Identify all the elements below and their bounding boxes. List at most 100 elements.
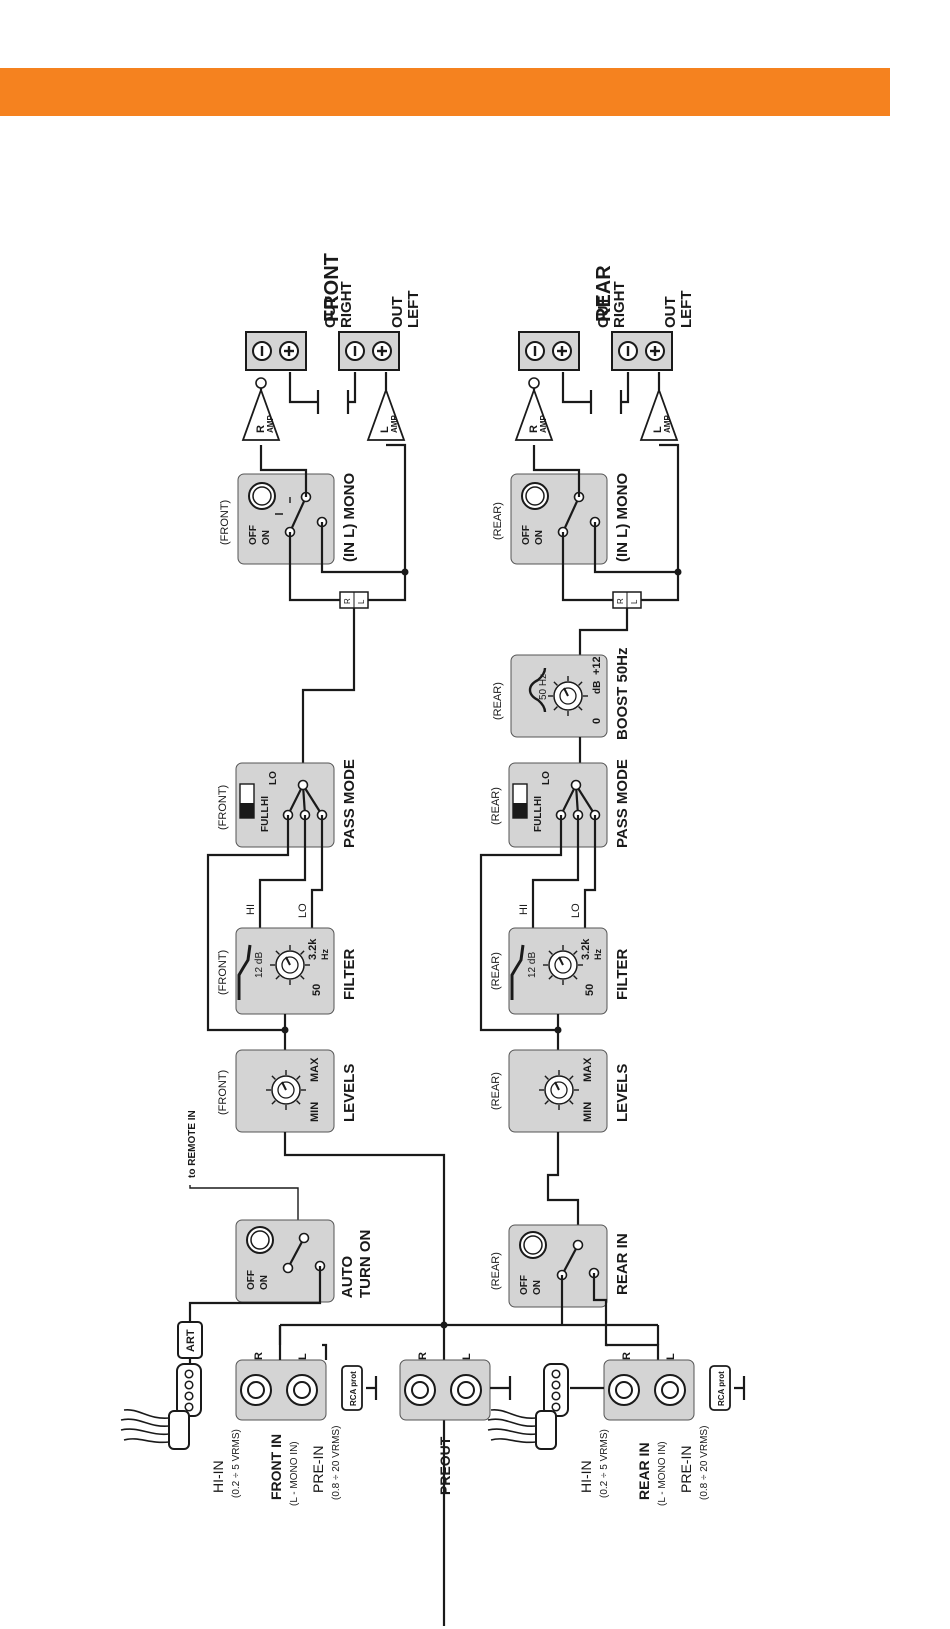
rear-title: REAR <box>593 265 615 322</box>
rear-boost-section: (REAR) <box>492 682 504 720</box>
rear-in-input-label: REAR IN <box>636 1442 652 1500</box>
front-rca-l[interactable] <box>286 1374 318 1406</box>
front-rca-prot: RCA prot <box>349 1371 358 1406</box>
rear-mono-on: ON <box>534 530 545 545</box>
front-levels-knob[interactable] <box>265 1069 307 1111</box>
rear-filter-lo-tap: LO <box>570 903 582 918</box>
preout-r-label: R <box>417 1352 429 1360</box>
front-rca-r[interactable] <box>240 1374 272 1406</box>
rear-amp-l-text: AMP <box>663 415 672 433</box>
rear-pass-full: FULL <box>533 806 544 832</box>
rear-mono-button[interactable] <box>521 482 549 510</box>
rear-amp-r-text: AMP <box>539 415 548 433</box>
art-label: ART <box>185 1329 197 1352</box>
front-pass-section: (FRONT) <box>217 785 229 830</box>
rear-rca-l-label: L <box>665 1353 677 1360</box>
rear-filter-min: 50 <box>584 984 596 996</box>
rear-levels-knob[interactable] <box>538 1069 580 1111</box>
front-amp-l: L AMP <box>366 387 406 441</box>
rear-amp-r-letter: R <box>528 425 540 433</box>
front-rl-l: L <box>357 599 366 604</box>
rear-levels-max: MAX <box>582 1057 594 1082</box>
rear-boost-max: +12 <box>591 656 603 675</box>
rear-filter-slope: 12 dB <box>527 952 538 978</box>
front-filter-slope: 12 dB <box>254 952 265 978</box>
front-title: FRONT <box>321 253 343 322</box>
front-out-left-label-2: LEFT <box>405 291 422 329</box>
rear-rl-r: R <box>616 598 625 604</box>
front-pass-label: PASS MODE <box>341 759 358 848</box>
front-filter-knob[interactable] <box>269 944 311 986</box>
front-levels-max: MAX <box>309 1057 321 1082</box>
front-rl-r: R <box>343 598 352 604</box>
front-levels-label: LEVELS <box>341 1064 358 1122</box>
rear-out-right-terminal <box>517 330 581 372</box>
front-pass-hi: HI <box>260 796 271 806</box>
front-amp-l-letter: L <box>379 426 391 433</box>
remote-in-label: to REMOTE IN <box>187 1110 198 1178</box>
front-out-right-terminal <box>244 330 308 372</box>
rear-levels-min: MIN <box>582 1102 594 1122</box>
rear-rca-l[interactable] <box>654 1374 686 1406</box>
rear-filter-max: 3.2k <box>580 938 592 960</box>
auto-turnon-button[interactable] <box>246 1226 274 1254</box>
rear-rl-l: L <box>630 599 639 604</box>
rear-filter-unit: Hz <box>593 949 603 960</box>
rear-boost-knob[interactable] <box>547 675 589 717</box>
front-rca-l-label: L <box>297 1353 309 1360</box>
front-pass-full: FULL <box>260 806 271 832</box>
front-amp-l-text: AMP <box>390 415 399 433</box>
auto-turnon-off: OFF <box>246 1270 257 1290</box>
rear-hi-in-label: HI-IN <box>578 1460 594 1493</box>
rear-pass-label: PASS MODE <box>614 759 631 848</box>
front-filter-hi-tap: HI <box>245 904 257 915</box>
rear-levels-section: (REAR) <box>490 1072 502 1110</box>
rear-pass-lo: LO <box>541 771 552 785</box>
preout-rca-r[interactable] <box>404 1374 436 1406</box>
rear-boost-label: BOOST 50Hz <box>614 647 631 740</box>
front-levels-min: MIN <box>309 1102 321 1122</box>
front-out-right-label-2: RIGHT <box>338 281 355 328</box>
front-hi-in-harness <box>120 1408 190 1450</box>
rear-pass-panel <box>508 762 608 848</box>
front-amp-r-letter: R <box>255 425 267 433</box>
rear-in-button[interactable] <box>519 1231 547 1259</box>
rear-filter-section: (REAR) <box>490 952 502 990</box>
front-filter-max: 3.2k <box>307 938 319 960</box>
front-mono-on: ON <box>261 530 272 545</box>
preout-rca-l[interactable] <box>450 1374 482 1406</box>
front-rca-prot-badge <box>341 1365 363 1411</box>
rear-boost-unit: dB <box>592 681 603 694</box>
rear-filter-label: FILTER <box>614 948 631 1000</box>
rear-in-off: OFF <box>519 1275 530 1295</box>
rear-in-section: (REAR) <box>490 1252 502 1290</box>
preout-label: PREOUT <box>437 1436 453 1495</box>
rear-rca-prot: RCA prot <box>717 1371 726 1406</box>
rear-out-right-label-2: RIGHT <box>611 281 628 328</box>
rear-hi-in-connector <box>543 1363 569 1417</box>
rear-mono-in-label: (L - MONO IN) <box>657 1441 668 1506</box>
front-hi-in-label: HI-IN <box>210 1460 226 1493</box>
front-mono-label: (IN L) MONO <box>341 473 358 562</box>
rear-in-label: REAR IN <box>614 1233 631 1295</box>
rear-mono-section: (REAR) <box>492 502 504 540</box>
rear-rca-r[interactable] <box>608 1374 640 1406</box>
front-mono-off: OFF <box>248 525 259 545</box>
front-mono-in-label: (L - MONO IN) <box>289 1441 300 1506</box>
rear-out-right-label-1: OUT <box>595 296 612 328</box>
rear-boost-min: 0 <box>591 718 603 724</box>
rear-filter-knob[interactable] <box>542 944 584 986</box>
front-levels-section: (FRONT) <box>217 1070 229 1115</box>
rear-boost-freq: 50 Hz <box>538 674 549 700</box>
auto-turnon-label-2: TURN ON <box>357 1230 374 1298</box>
rear-pre-in-range: (0.8 ÷ 20 VRMS) <box>699 1426 710 1500</box>
rear-mono-label: (IN L) MONO <box>614 473 631 562</box>
rear-out-left-label-2: LEFT <box>678 291 695 329</box>
auto-turnon-label-1: AUTO <box>339 1255 356 1298</box>
front-filter-unit: Hz <box>320 949 330 960</box>
rear-pre-in-label: PRE-IN <box>678 1446 694 1493</box>
front-out-right-label-1: OUT <box>322 296 339 328</box>
front-mono-button[interactable] <box>248 482 276 510</box>
front-pre-in-range: (0.8 ÷ 20 VRMS) <box>331 1426 342 1500</box>
